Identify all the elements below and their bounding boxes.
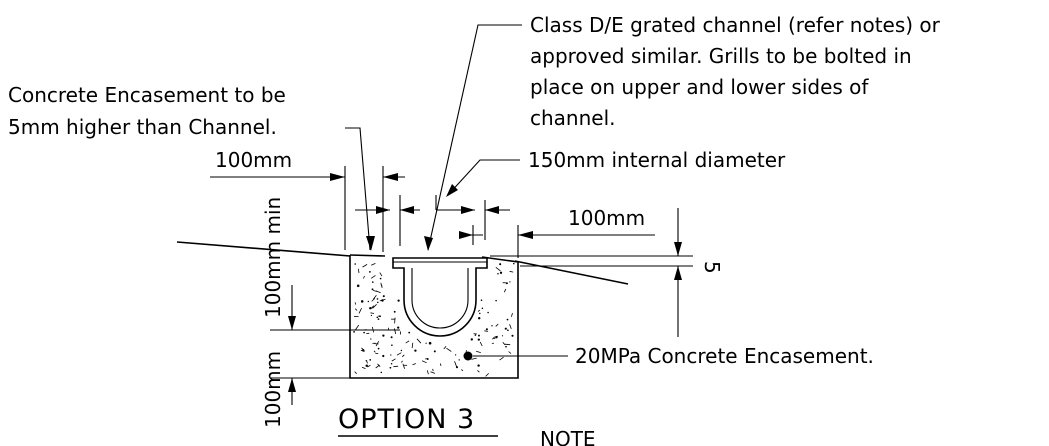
grated-channel-line-4: channel.: [530, 106, 616, 130]
grated-channel-line-2: approved similar. Grills to be bolted in: [530, 44, 912, 68]
encasement-leader: [345, 127, 371, 251]
internal-diameter-leader: [447, 159, 520, 196]
grated-channel-line-3: place on upper and lower sides of: [530, 75, 869, 99]
dim-height-offset-label: 5: [700, 261, 724, 274]
dim-left-width-label: 100mm: [215, 148, 292, 172]
encasement-note-line-2: 5mm higher than Channel.: [8, 115, 277, 139]
dim-base-label: 100mm: [261, 351, 285, 428]
concrete-encasement-outline: [349, 255, 519, 379]
dim-min-cover-label: 100mm min: [261, 197, 285, 318]
internal-diameter-label: 150mm internal diameter: [528, 148, 786, 172]
ground-line-right: [514, 260, 629, 285]
option-title: OPTION 3: [338, 404, 475, 435]
dim-right-width-label: 100mm: [568, 206, 645, 230]
grated-channel-arrow: [424, 236, 433, 251]
leader-dot: [463, 351, 473, 361]
ground-line-left: [176, 241, 351, 257]
encasement-note-line-1: Concrete Encasement to be: [8, 83, 286, 107]
grated-channel-line-1: Class D/E grated channel (refer notes) o…: [530, 13, 941, 37]
grated-channel-leader: [427, 24, 522, 251]
concrete-hatch: [353, 262, 515, 377]
internal-diameter-arrow: [446, 184, 458, 197]
encasement-arrow: [366, 236, 375, 251]
channel-inner: [411, 268, 469, 329]
encasement-top-left: [349, 254, 386, 257]
channel-outer: [392, 257, 488, 337]
note-heading: NOTE: [540, 427, 596, 446]
concrete-spec-label: 20MPa Concrete Encasement.: [575, 344, 874, 368]
